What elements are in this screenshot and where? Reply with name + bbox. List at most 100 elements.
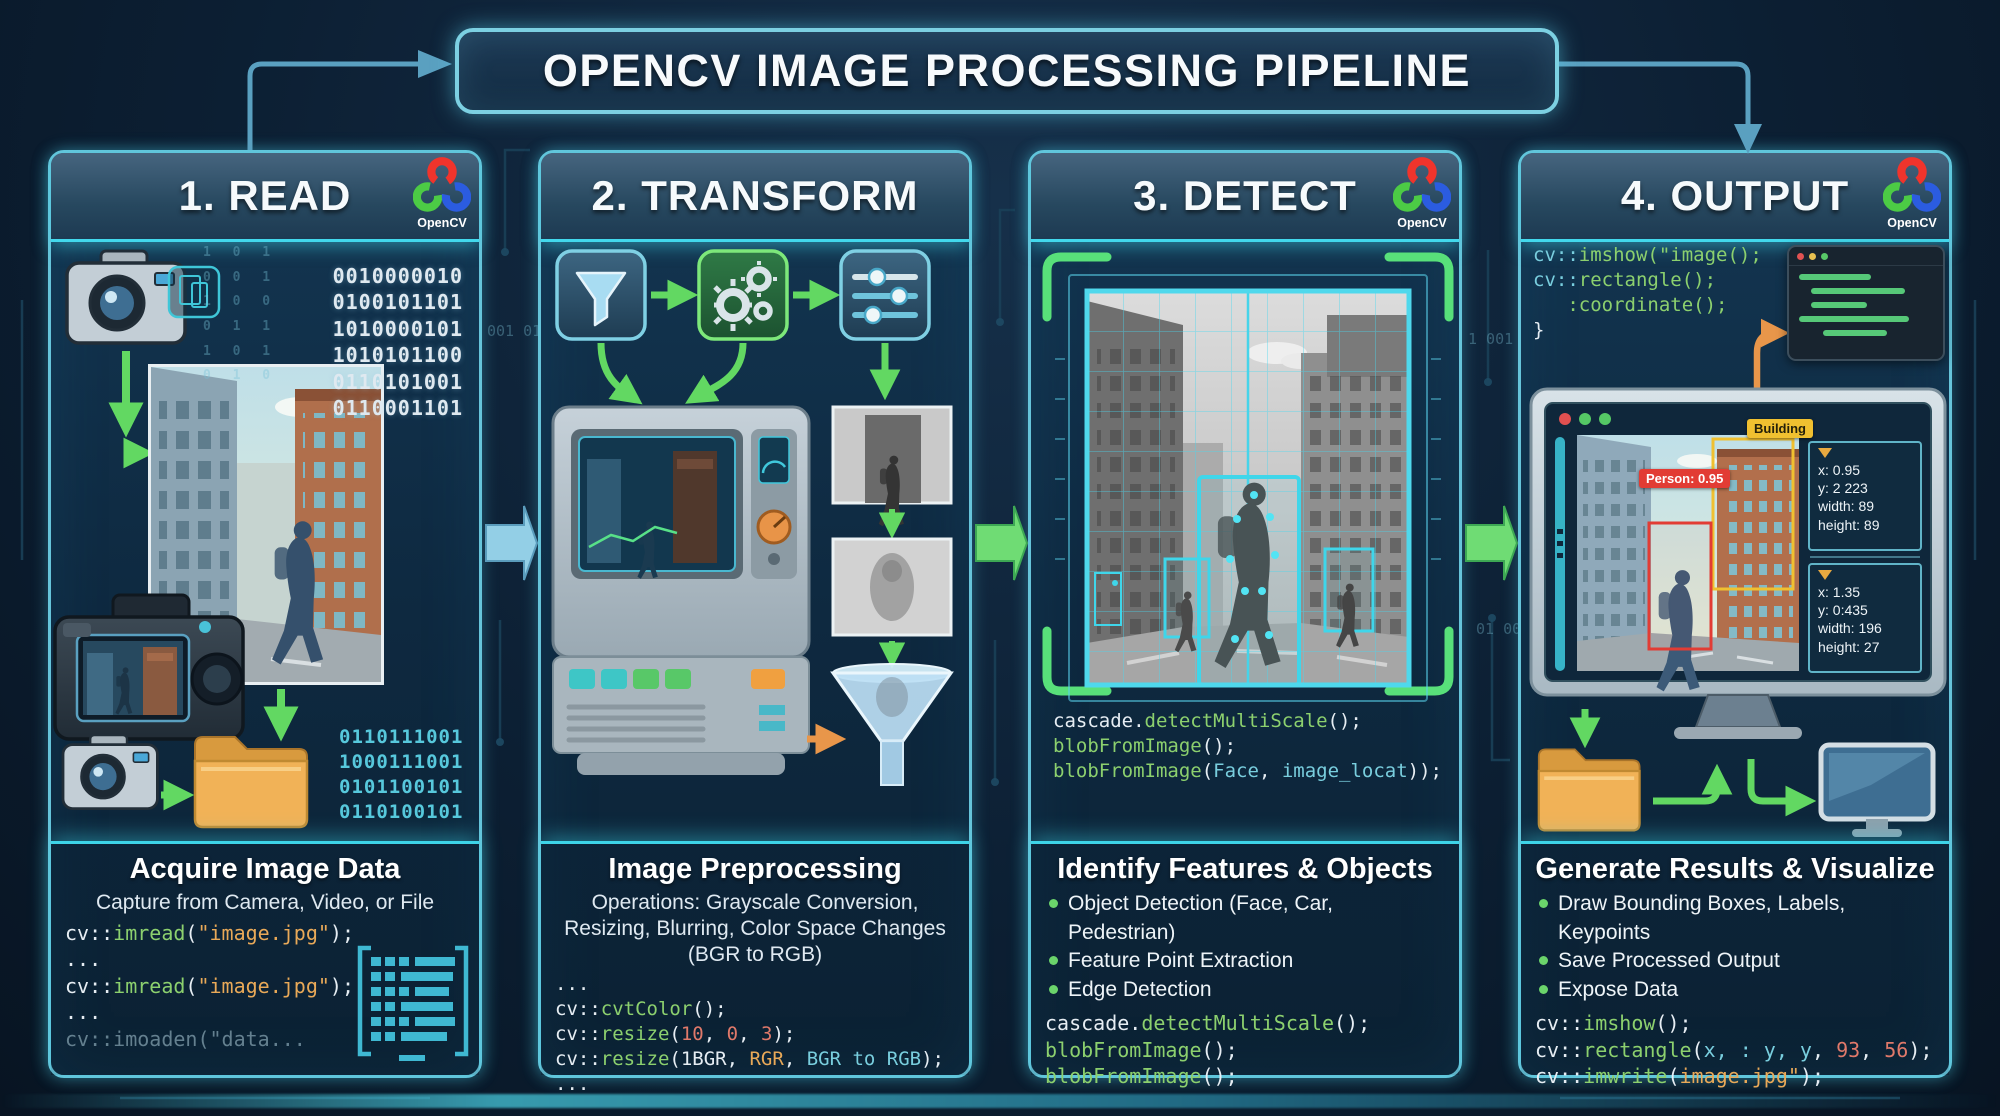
panel-transform-header: 2. TRANSFORM <box>541 153 969 242</box>
read-footer-subheading: Capture from Camera, Video, or File <box>95 891 435 914</box>
arrow-read-to-transform <box>485 505 539 581</box>
transform-code-block: ...cv::cvtColor();cv::resize(10, 0, 3);c… <box>555 973 944 1096</box>
editor-titlebar <box>1789 247 1943 266</box>
panel-read: 1. READ OpenCV <box>48 150 482 1078</box>
circuit-binary-decor: 001 01 <box>487 322 542 340</box>
bullet-dot-icon <box>1539 899 1548 908</box>
bullet-text: Feature Point Extraction <box>1068 949 1294 973</box>
building-bounding-box <box>1711 437 1795 591</box>
code-editor-window <box>1787 245 1945 361</box>
opencv-logo-label: OpenCV <box>1887 216 1937 230</box>
matrix-data-icon <box>357 945 469 1061</box>
close-dot-icon <box>1797 252 1804 260</box>
person-bounding-box <box>1197 475 1301 687</box>
page-title: OPENCV IMAGE PROCESSING PIPELINE <box>542 45 1472 96</box>
panel-detect-title: 3. DETECT <box>1133 172 1357 219</box>
maximize-dot-icon <box>1821 252 1828 260</box>
output-code-block: cv::imshow();cv::rectangle(x, : y, y, 93… <box>1535 1011 1933 1088</box>
display-icon <box>1818 742 1936 837</box>
opencv-logo-icon: OpenCV <box>413 157 471 230</box>
marker-triangle-icon <box>1818 448 1832 458</box>
connector-arrowhead-right-icon <box>418 50 452 78</box>
bullet-text: Edge Detection <box>1068 977 1212 1001</box>
panel-detect-footer: Identify Features & Objects Object Detec… <box>1031 841 1459 1088</box>
transform-footer-subheading: Operations: Grayscale Conversion, Resizi… <box>564 891 946 967</box>
panel-output-footer: Generate Results & Visualize Draw Boundi… <box>1521 841 1949 1088</box>
camera-icon <box>65 249 187 345</box>
output-scene-graphic <box>1529 318 1947 837</box>
bullet-dot-icon <box>1049 956 1058 966</box>
opencv-logo-icon: OpenCV <box>1393 157 1451 230</box>
detect-body-code-block: cascade.detectMultiScale();blobFromImage… <box>1053 710 1442 783</box>
person-detection-label: Person: 0.95 <box>1639 469 1731 488</box>
opencv-logo-label: OpenCV <box>417 216 467 230</box>
annotation-divider <box>1810 556 1920 558</box>
folder-icon <box>1537 747 1642 833</box>
panel-output-header: 4. OUTPUT OpenCV <box>1521 153 1949 242</box>
panel-transform: 2. TRANSFORM <box>538 150 972 1095</box>
panel-read-header: 1. READ OpenCV <box>51 153 479 242</box>
camera-icon-small <box>61 733 159 810</box>
result-monitor <box>1529 387 1947 697</box>
detection-scene <box>1084 288 1412 688</box>
opencv-logo-label: OpenCV <box>1397 216 1447 230</box>
arrow-to-display <box>1747 759 1817 817</box>
panel-detect: 3. DETECT OpenCV <box>1028 150 1462 1088</box>
bullet-text: Expose Data <box>1558 977 1679 1001</box>
tiny-detection-bracket <box>1094 572 1122 626</box>
person-bounding-box <box>1647 521 1713 651</box>
building-detection-label: Building <box>1747 419 1813 438</box>
grayscale-image-stack <box>830 405 954 786</box>
transform-scene-graphic <box>551 249 954 786</box>
arrow-to-machine-right <box>685 342 747 404</box>
panel-output-title: 4. OUTPUT <box>1620 172 1850 219</box>
transform-footer-heading: Image Preprocessing <box>608 853 902 885</box>
filter-funnel-icon <box>555 249 647 341</box>
arrow-detect-to-output <box>1465 505 1519 581</box>
bullet-text: Object Detection (Face, Car, Pedestrian) <box>1068 892 1333 944</box>
bullet-dot-icon <box>1049 899 1058 908</box>
marker-triangle-icon <box>1818 570 1832 580</box>
gears-icon <box>697 249 789 341</box>
output-top-code-block: cv::imshow("image();cv::rectangle(); :co… <box>1533 244 1762 342</box>
minimize-dot-icon <box>1809 252 1816 260</box>
panel-read-title: 1. READ <box>178 172 352 219</box>
detect-scene-graphic <box>1042 252 1454 702</box>
read-scene-graphic <box>53 249 384 829</box>
opencv-logo-icon: OpenCV <box>1883 157 1941 230</box>
viewfinder-brackets-icon <box>1042 252 1454 696</box>
detect-footer-heading: Identify Features & Objects <box>1057 853 1433 885</box>
panel-transform-illustration <box>541 239 969 841</box>
dslr-camera-icon <box>53 593 245 741</box>
bullet-dot-icon <box>1049 984 1058 994</box>
small-detection-box <box>1163 557 1211 653</box>
folder-icon <box>193 735 309 829</box>
monitor-stand <box>1694 694 1782 728</box>
circuit-binary-decor: 1 001 <box>1468 330 1514 348</box>
bullet-text: Save Processed Output <box>1558 949 1780 973</box>
arrow-to-editor <box>1753 318 1790 395</box>
bullet-text: Draw Bounding Boxes, Labels, Keypoints <box>1558 892 1846 944</box>
keypoint-dots <box>1226 491 1279 643</box>
panel-output-illustration: cv::imshow("image();cv::rectangle(); :co… <box>1521 239 1949 841</box>
small-detection-box <box>1323 547 1375 648</box>
output-footer-heading: Generate Results & Visualize <box>1535 853 1935 885</box>
detect-bullet-list: Object Detection (Face, Car, Pedestrian)… <box>1049 890 1445 1004</box>
arrow-transform-to-detect <box>975 505 1029 581</box>
city-photo <box>148 364 384 685</box>
output-scene-image <box>1577 435 1799 692</box>
read-code-block: cv::imread("image.jpg");...cv::imread("i… <box>65 921 355 1051</box>
pipeline-title-banner: OPENCV IMAGE PROCESSING PIPELINE <box>455 28 1559 114</box>
arrow-folder-up <box>1653 763 1733 805</box>
panel-detect-illustration: cascade.detectMultiScale();blobFromImage… <box>1031 239 1459 841</box>
bullet-dot-icon <box>1539 956 1548 966</box>
panel-transform-title: 2. TRANSFORM <box>591 172 919 219</box>
